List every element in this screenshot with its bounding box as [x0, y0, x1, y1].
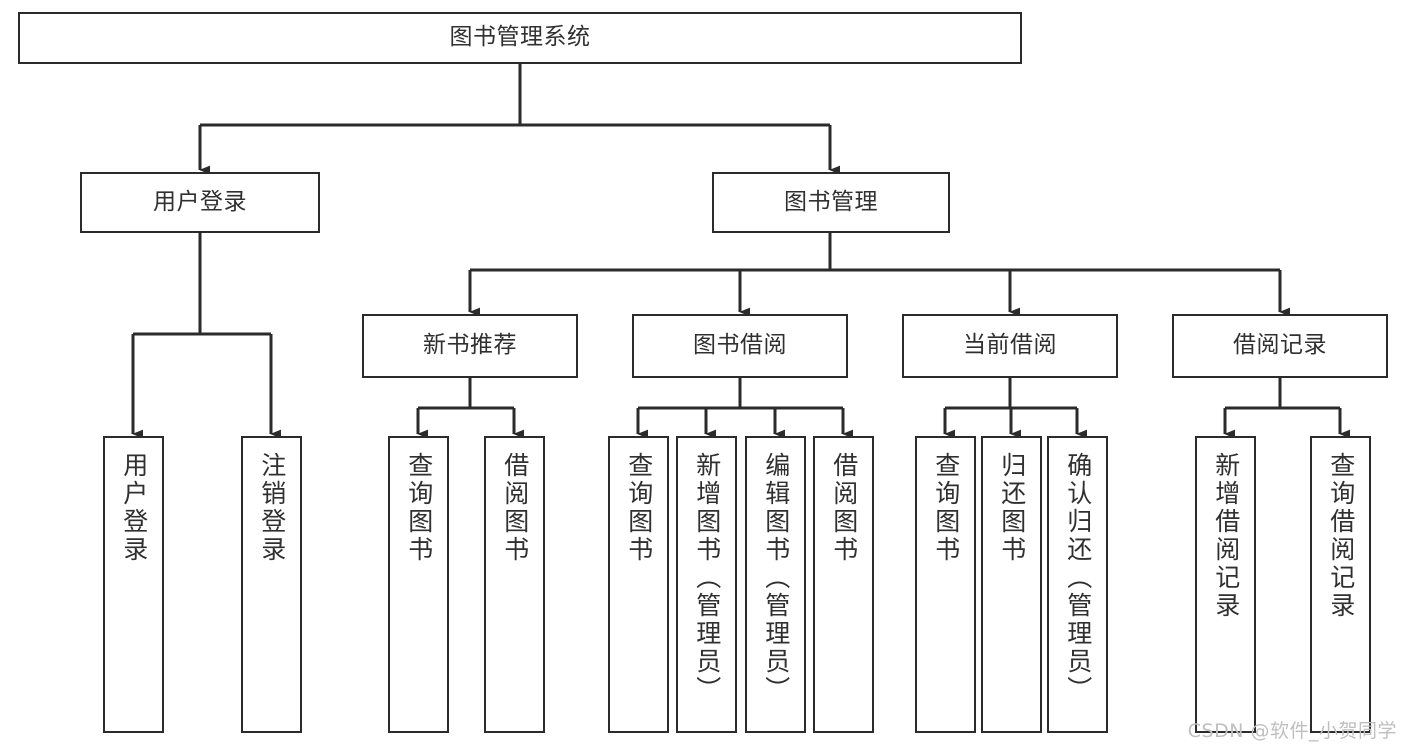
node-label: 查询图书: [404, 452, 434, 564]
leaf-new-book-query[interactable]: 查询图书: [388, 436, 449, 733]
node-label: 确认归还（管理员）: [1063, 452, 1093, 704]
node-borrow-record[interactable]: 借阅记录: [1172, 314, 1388, 378]
node-label: 借阅图书: [829, 452, 859, 564]
leaf-user-login-logout[interactable]: 注销登录: [241, 436, 302, 733]
node-label: 注销登录: [257, 452, 287, 564]
node-label: 新增借阅记录: [1211, 452, 1241, 620]
node-label: 借阅记录: [1233, 332, 1327, 359]
node-book-borrow[interactable]: 图书借阅: [632, 314, 848, 378]
leaf-current-borrow-confirm-return[interactable]: 确认归还（管理员）: [1047, 436, 1108, 733]
node-label: 图书管理系统: [449, 24, 591, 51]
node-label: 借阅图书: [500, 452, 530, 564]
node-new-book-recommend[interactable]: 新书推荐: [362, 314, 578, 378]
node-label: 归还图书: [997, 452, 1027, 564]
node-root-book-management-system[interactable]: 图书管理系统: [18, 12, 1022, 64]
leaf-book-borrow-add[interactable]: 新增图书（管理员）: [676, 436, 737, 733]
node-label: 新增图书（管理员）: [692, 452, 722, 704]
node-label: 图书借阅: [693, 332, 787, 359]
node-label: 查询借阅记录: [1326, 452, 1356, 620]
node-label: 查询图书: [624, 452, 654, 564]
node-label: 图书管理: [784, 188, 878, 215]
node-label: 编辑图书（管理员）: [761, 452, 791, 704]
node-label: 新书推荐: [423, 332, 517, 359]
node-label: 用户登录: [119, 452, 149, 564]
leaf-current-borrow-query[interactable]: 查询图书: [915, 436, 976, 733]
node-user-login[interactable]: 用户登录: [80, 172, 320, 233]
node-current-borrow[interactable]: 当前借阅: [902, 314, 1118, 378]
node-label: 用户登录: [153, 188, 247, 215]
node-label: 当前借阅: [963, 332, 1057, 359]
leaf-book-borrow-edit[interactable]: 编辑图书（管理员）: [745, 436, 806, 733]
leaf-borrow-record-query[interactable]: 查询借阅记录: [1310, 436, 1371, 733]
leaf-borrow-record-add[interactable]: 新增借阅记录: [1195, 436, 1256, 733]
leaf-current-borrow-return[interactable]: 归还图书: [981, 436, 1042, 733]
leaf-new-book-borrow[interactable]: 借阅图书: [484, 436, 545, 733]
leaf-user-login-login[interactable]: 用户登录: [103, 436, 164, 733]
leaf-book-borrow-borrow[interactable]: 借阅图书: [813, 436, 874, 733]
node-label: 查询图书: [931, 452, 961, 564]
csdn-watermark: CSDN @软件_小贺同学: [1187, 720, 1397, 742]
node-book-management[interactable]: 图书管理: [712, 172, 950, 233]
leaf-book-borrow-query[interactable]: 查询图书: [608, 436, 669, 733]
